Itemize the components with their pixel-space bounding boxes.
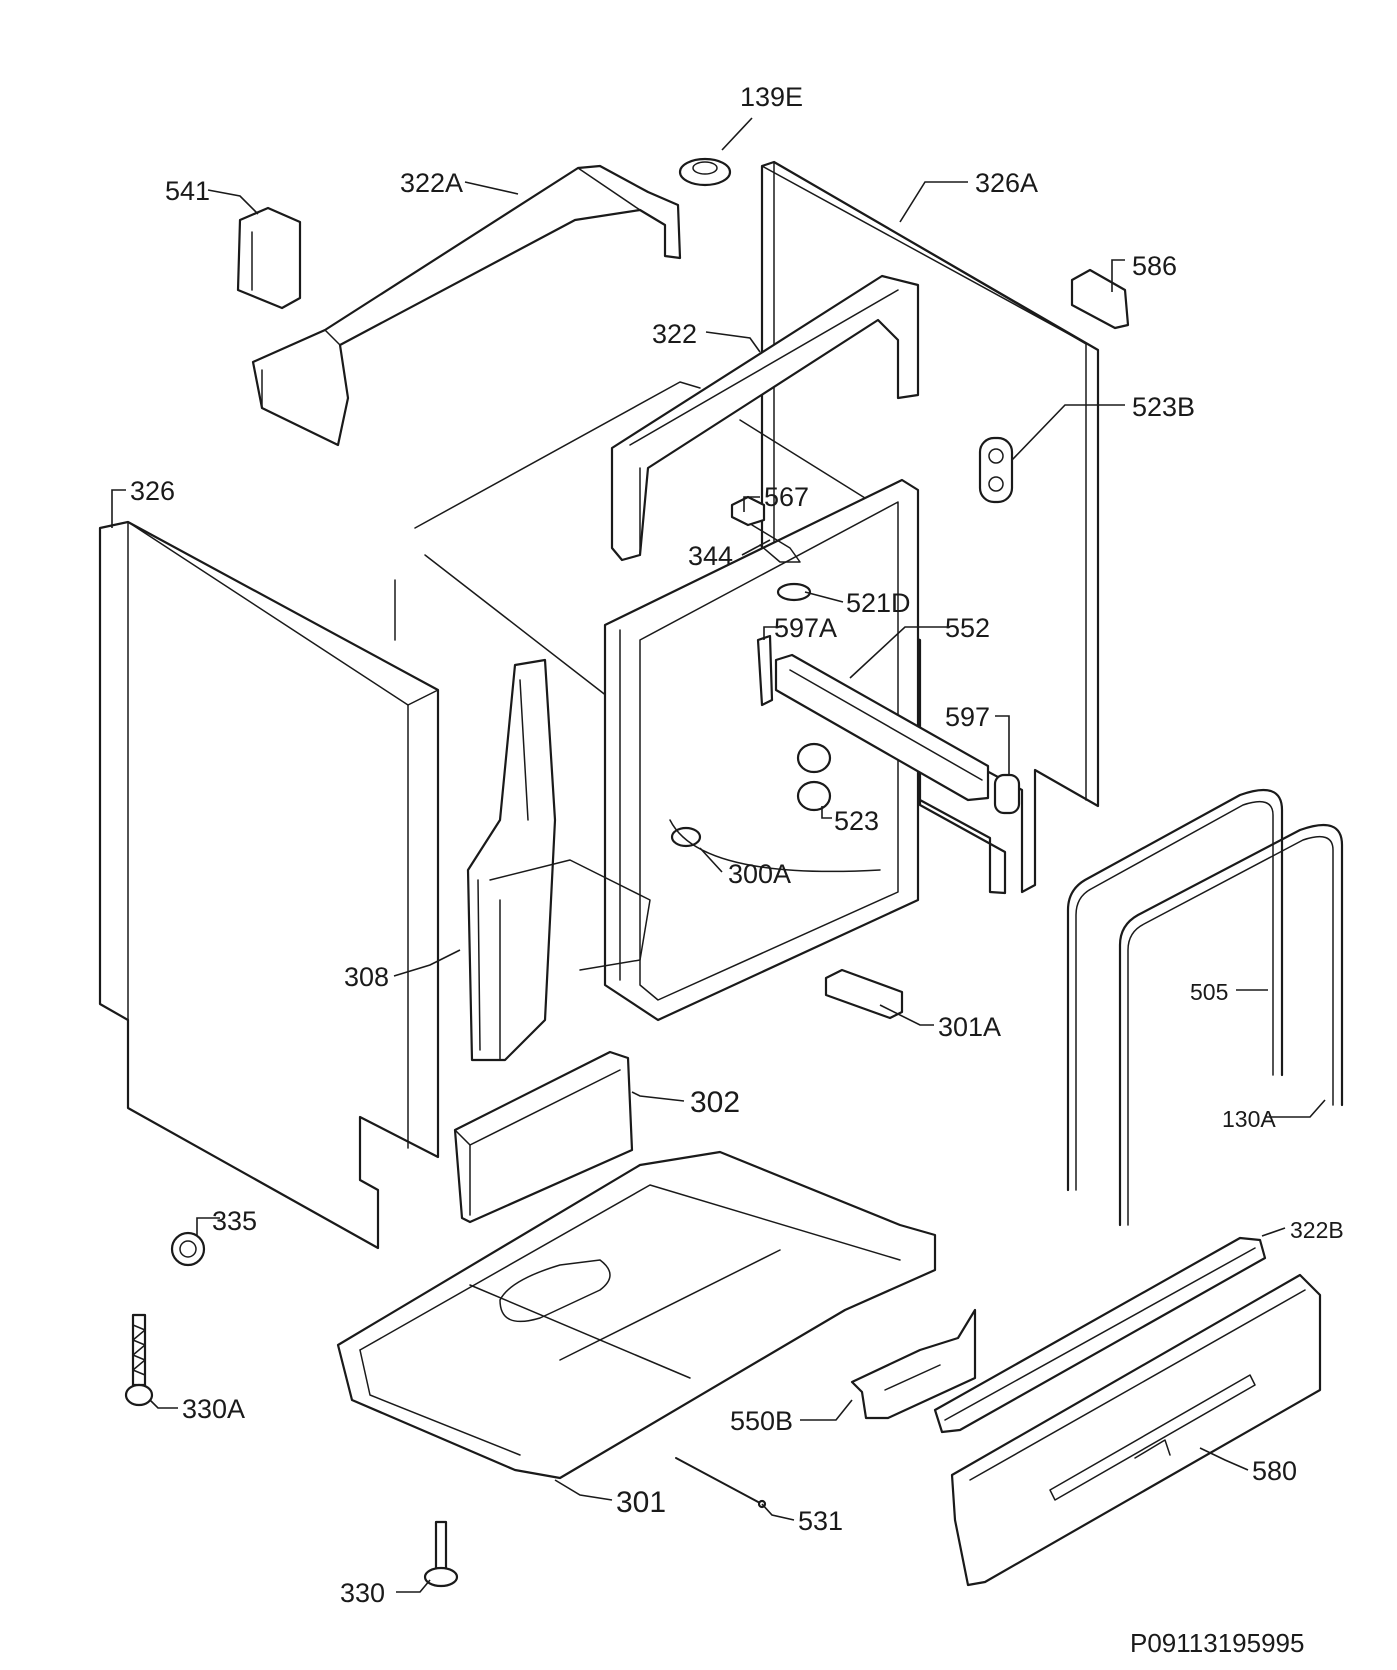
label-550b: 550B (730, 1406, 793, 1436)
seal-505[interactable] (1066, 788, 1284, 1192)
kickplate-580[interactable] (950, 1273, 1322, 1587)
label-139e: 139E (740, 82, 803, 112)
label-541: 541 (165, 176, 210, 206)
hinge-assembly-308[interactable] (466, 658, 651, 1062)
base-frame-301[interactable] (336, 1150, 937, 1480)
side-panel-326[interactable] (98, 520, 440, 1250)
label-326: 326 (130, 476, 175, 506)
bracket-586[interactable] (1070, 268, 1130, 330)
sump-300a[interactable] (669, 819, 881, 873)
tub-door-frame (603, 478, 920, 1022)
tub-body (394, 381, 866, 701)
label-308: 308 (344, 962, 389, 992)
gear-335[interactable] (170, 1231, 206, 1267)
part-139e[interactable] (678, 157, 732, 187)
label-523b: 523B (1132, 392, 1195, 422)
label-301: 301 (616, 1486, 666, 1519)
label-322b: 322B (1290, 1217, 1344, 1243)
cap-521d[interactable] (776, 582, 812, 602)
seal-130a[interactable] (1118, 823, 1344, 1227)
leader-lines (111, 117, 1326, 1593)
label-531: 531 (798, 1506, 843, 1536)
bracket-541[interactable] (236, 206, 302, 310)
top-rail-322a[interactable] (251, 164, 682, 447)
plug-523b[interactable] (978, 436, 1014, 504)
label-552: 552 (945, 613, 990, 643)
label-130a: 130A (1222, 1106, 1276, 1132)
clip-597a[interactable] (756, 634, 774, 707)
clip-597[interactable] (993, 773, 1021, 815)
rail-322b[interactable] (933, 1236, 1267, 1434)
rail-552[interactable] (774, 653, 990, 802)
bracket-550b[interactable] (850, 1308, 977, 1420)
label-330: 330 (340, 1578, 385, 1608)
panel-302[interactable] (453, 1050, 634, 1224)
label-521d: 521D (846, 588, 911, 618)
screw-330a[interactable] (124, 1313, 154, 1407)
label-580: 580 (1252, 1456, 1297, 1486)
label-301a: 301A (938, 1012, 1001, 1042)
label-326a: 326A (975, 168, 1038, 198)
clip-567[interactable] (730, 495, 766, 527)
wire-344[interactable] (751, 524, 801, 563)
label-300a: 300A (728, 859, 791, 889)
label-505: 505 (1190, 979, 1228, 1005)
reference-number: P09113195995 (1130, 1628, 1304, 1658)
label-344: 344 (688, 541, 733, 571)
part-labels: 139E 541 322A 326A 586 322 523B 326 567 … (130, 82, 1344, 1608)
label-567: 567 (764, 482, 809, 512)
label-523: 523 (834, 806, 879, 836)
label-302: 302 (690, 1086, 740, 1119)
label-597: 597 (945, 702, 990, 732)
top-rail-322[interactable] (610, 274, 920, 562)
label-330a: 330A (182, 1394, 245, 1424)
label-586: 586 (1132, 251, 1177, 281)
screw-330[interactable] (423, 1520, 459, 1588)
label-322a: 322A (400, 168, 463, 198)
label-335: 335 (212, 1206, 257, 1236)
rod-531[interactable] (675, 1457, 767, 1509)
label-322: 322 (652, 319, 697, 349)
plug-523[interactable] (796, 742, 832, 812)
label-597a: 597A (774, 613, 837, 643)
